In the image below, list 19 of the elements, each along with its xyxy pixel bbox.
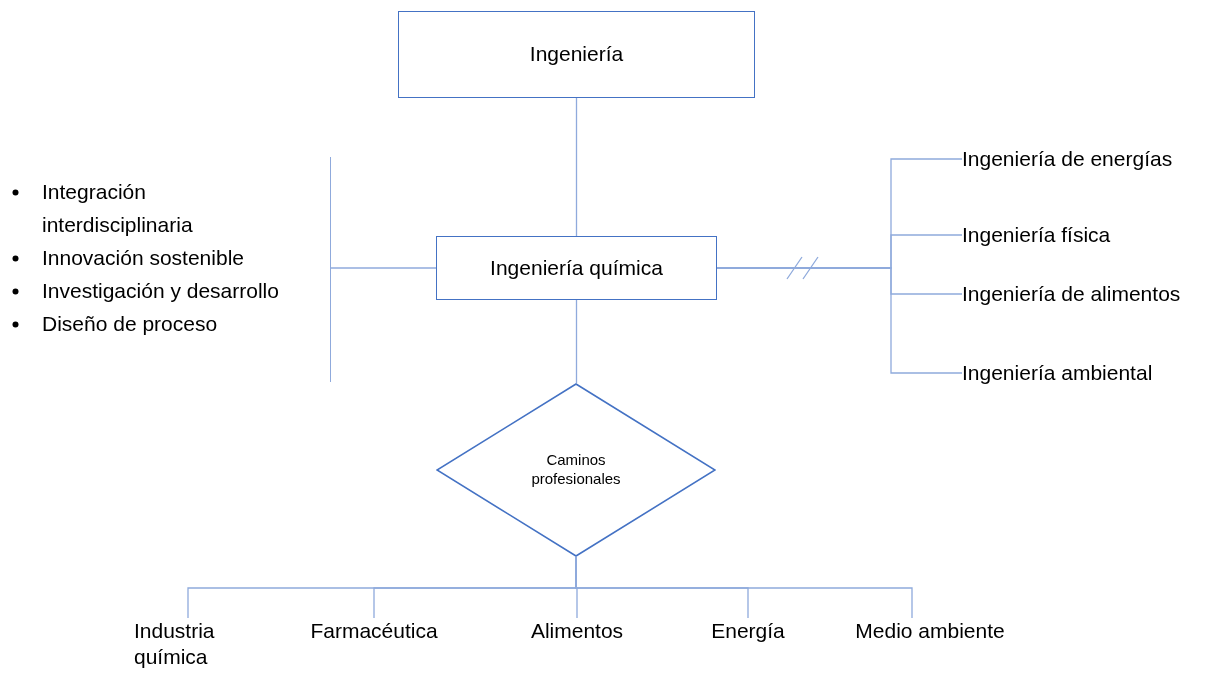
- diamond-label: Caminos profesionales: [530, 451, 622, 489]
- connector-line: [575, 299, 578, 384]
- career-label: Industria química: [134, 618, 216, 671]
- branch-label: Ingeniería de alimentos: [962, 280, 1181, 307]
- career-label: Medio ambiente: [855, 618, 1005, 644]
- career-label: Alimentos: [530, 618, 624, 644]
- branch-label: Ingeniería física: [962, 221, 1111, 248]
- process-box: Ingeniería: [398, 11, 755, 98]
- process-box: Ingeniería química: [436, 236, 717, 300]
- list-item: Innovación sostenible: [42, 246, 244, 269]
- list-item: Diseño de proceso: [42, 312, 218, 335]
- list-item: Integración interdisciplinaria: [42, 180, 193, 236]
- connector-line: [330, 267, 437, 269]
- career-label: Farmacéutica: [310, 618, 438, 644]
- connector-line: [575, 97, 578, 237]
- branch-label: Ingeniería de energías: [962, 145, 1173, 172]
- list-item: Investigación y desarrollo: [42, 279, 279, 302]
- career-label: Energía: [711, 618, 785, 644]
- branch-label: Ingeniería ambiental: [962, 359, 1153, 386]
